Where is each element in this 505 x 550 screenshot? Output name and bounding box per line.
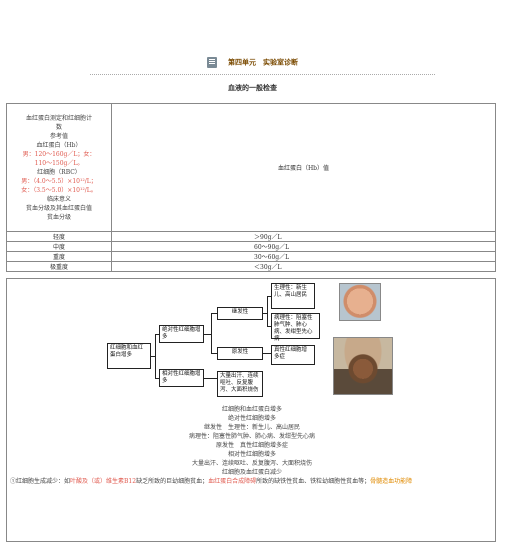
- section-header: 第四单元 实验室诊断: [0, 52, 505, 68]
- pathologic-box: 病理性：阻塞性肺气肿、肺心病、发绀型先心病: [271, 313, 320, 342]
- reference-line: 血红蛋白（Hb）: [36, 141, 82, 149]
- section-title: 第四单元 实验室诊断: [228, 57, 299, 67]
- table-row: 轻度 ＞90g／L: [6, 231, 496, 242]
- hb-cell: ＞90g／L: [111, 231, 496, 242]
- note-line: 原发性 真性红细胞增多症: [7, 441, 497, 450]
- reference-values-cell: 血红蛋白测定和红细胞计数参考值血红蛋白（Hb）男：120～160g／L；女：11…: [6, 103, 112, 232]
- reference-line: 110～150g／L。: [34, 159, 84, 167]
- divider: [90, 74, 435, 75]
- note-segment: 大量出汗、连续呕吐、反复腹泻、大面积烧伤: [191, 460, 312, 467]
- reference-line: 参考值: [49, 132, 68, 140]
- newborn-photo: [339, 283, 381, 321]
- reference-line: 血红蛋白测定和红细胞计: [25, 114, 92, 122]
- hb-cell: 60～90g／L: [111, 241, 496, 252]
- notes-text: 红细胞和血红蛋白增多绝对性红细胞增多继发性 生理性：新生儿、高山居民病理性：阻塞…: [7, 405, 497, 486]
- physiologic-box: 生理性：新生儿、高山居民: [271, 283, 315, 309]
- anemia-grade-table: 血红蛋白测定和红细胞计数参考值血红蛋白（Hb）男：120～160g／L；女：11…: [6, 103, 496, 272]
- note-segment: 继发性 生理性：新生儿、高山居民: [203, 424, 300, 431]
- secondary-box: 继发性: [217, 307, 263, 320]
- note-segment: 相对性红细胞增多: [227, 451, 276, 458]
- polycythemia-box: 真性红细胞增多症: [271, 345, 315, 365]
- reference-line: 男：（4.0～5.5）×10¹²/L；: [21, 177, 97, 185]
- absolute-box: 绝对性红细胞增多: [159, 325, 204, 343]
- note-segment: ①红细胞生成减少：如: [10, 478, 71, 485]
- table-row: 极重度 ＜30g／L: [6, 261, 496, 272]
- note-line: 继发性 生理性：新生儿、高山居民: [7, 423, 497, 432]
- reference-line: 男：120～160g／L；女：: [22, 150, 96, 158]
- reference-line: 红细胞（RBC）: [37, 168, 81, 176]
- table-row: 中度 60～90g／L: [6, 241, 496, 252]
- hb-cell: ＜30g／L: [111, 261, 496, 272]
- note-segment: 血红蛋白合成障碍: [208, 478, 257, 485]
- note-segment: 原发性 真性红细胞增多症: [215, 442, 288, 449]
- note-segment: 所致的缺铁性贫血、铁粒幼细胞性贫血等；: [256, 478, 371, 485]
- reference-line: 数: [55, 123, 62, 131]
- hb-cell: 30～60g／L: [111, 251, 496, 262]
- note-line: 红细胞和血红蛋白增多: [7, 405, 497, 414]
- note-segment: 缺乏所致的巨幼细胞贫血；: [136, 478, 209, 485]
- note-segment: 叶酸及（或）维生素B12: [70, 478, 137, 485]
- erythrocytosis-diagram: 红细胞和血红蛋白增多 绝对性红细胞增多 相对性红细胞增多 继发性 原发性 生理性…: [6, 278, 496, 542]
- table-row: 重度 30～60g／L: [6, 251, 496, 262]
- hb-value-header: 血红蛋白（Hb）值: [111, 103, 496, 232]
- note-line: 相对性红细胞增多: [7, 450, 497, 459]
- note-line: 红细胞及血红蛋白减少: [7, 468, 497, 477]
- reference-line: 女：（3.5～5.0）×10¹²/L。: [21, 186, 97, 194]
- note-segment: 骨髓造血功能障: [370, 478, 413, 485]
- note-segment: 红细胞和血红蛋白增多: [221, 406, 282, 413]
- grade-cell: 中度: [6, 241, 112, 252]
- reference-line: 贫血分级及其血红蛋白值: [25, 204, 92, 212]
- reference-line: 临床意义: [46, 195, 71, 203]
- book-icon: [206, 57, 217, 68]
- note-segment: 绝对性红细胞增多: [227, 415, 276, 422]
- reference-line: 贫血分级: [46, 213, 71, 221]
- note-line: 绝对性红细胞增多: [7, 414, 497, 423]
- note-line: 病理性：阻塞性肺气肿、肺心病、发绀型先心病: [7, 432, 497, 441]
- grade-cell: 轻度: [6, 231, 112, 242]
- note-line: 大量出汗、连续呕吐、反复腹泻、大面积烧伤: [7, 459, 497, 468]
- page-subtitle: 血液的一般检查: [228, 83, 277, 92]
- root-box: 红细胞和血红蛋白增多: [107, 343, 151, 369]
- primary-box: 原发性: [217, 347, 263, 360]
- grade-cell: 重度: [6, 251, 112, 262]
- note-line: ①红细胞生成减少：如叶酸及（或）维生素B12缺乏所致的巨幼细胞贫血；血红蛋白合成…: [7, 477, 497, 486]
- relative-box: 相对性红细胞增多: [159, 369, 204, 387]
- note-segment: 病理性：阻塞性肺气肿、肺心病、发绀型先心病: [188, 433, 315, 440]
- note-segment: 红细胞及血红蛋白减少: [221, 469, 282, 476]
- highland-resident-photo: [333, 337, 393, 395]
- grade-cell: 极重度: [6, 261, 112, 272]
- relative-causes-box: 大量出汗、连续呕吐、反复腹泻、大面积烧伤: [217, 371, 263, 397]
